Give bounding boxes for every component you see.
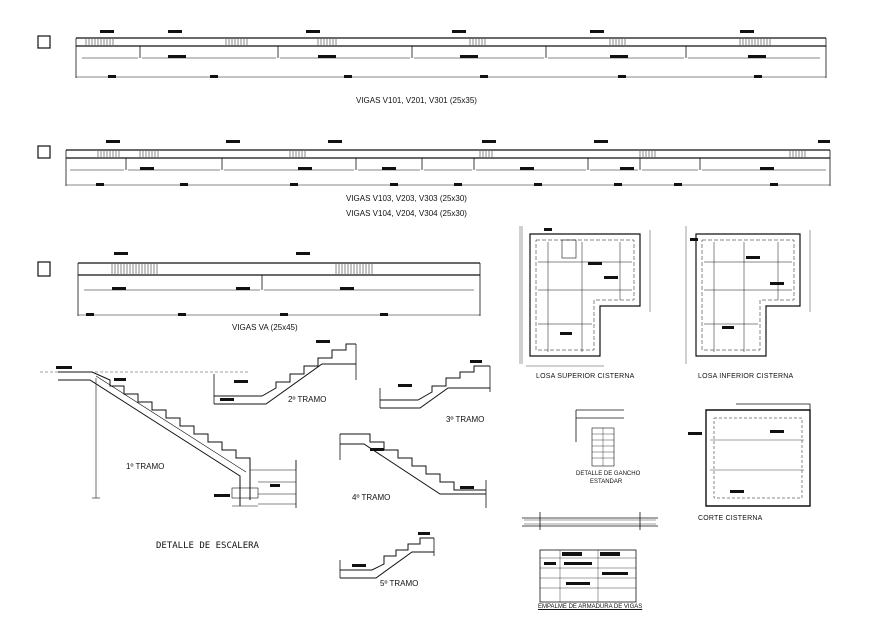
stair-2-section	[213, 340, 357, 405]
losa-superior-label: LOSA SUPERIOR CISTERNA	[536, 373, 635, 380]
gancho-detail	[575, 409, 624, 467]
losa-inferior-plan	[685, 226, 811, 364]
beam-va-title: VIGAS VA (25x45)	[232, 323, 298, 332]
stair-2-label: 2º TRAMO	[288, 395, 327, 404]
beam-v103-elevation	[37, 140, 831, 186]
stair-5-label: 5º TRAMO	[380, 579, 419, 588]
stair-3-section	[379, 360, 491, 409]
losa-inferior-label: LOSA INFERIOR CISTERNA	[698, 373, 794, 380]
corte-cisterna-label: CORTE CISTERNA	[698, 515, 763, 522]
losa-superior-plan	[519, 226, 651, 367]
gancho-label-line1: DETALLE DE GANCHO	[576, 471, 641, 477]
stair-1-section	[40, 366, 297, 508]
stair-4-section	[339, 433, 487, 508]
beam-v104-title: VIGAS V104, V204, V304 (25x30)	[346, 209, 467, 218]
corte-cisterna-section	[688, 403, 811, 507]
beam-v101-elevation	[37, 30, 827, 78]
empalme-label: EMPALME DE ARMADURA DE VIGAS	[538, 604, 643, 610]
stair-4-label: 4º TRAMO	[352, 493, 391, 502]
stair-detail-title: DETALLE DE ESCALERA	[156, 541, 259, 551]
beam-v101-title: VIGAS V101, V201, V301 (25x35)	[356, 96, 477, 105]
beam-v103-title: VIGAS V103, V203, V303 (25x30)	[346, 194, 467, 203]
beam-va-elevation	[37, 252, 481, 316]
stair-3-label: 3º TRAMO	[446, 415, 485, 424]
empalme-detail	[522, 512, 658, 603]
gancho-label-line2: ESTANDAR	[590, 479, 623, 485]
stair-5-section	[339, 532, 435, 579]
stair-1-label: 1º TRAMO	[126, 462, 165, 471]
